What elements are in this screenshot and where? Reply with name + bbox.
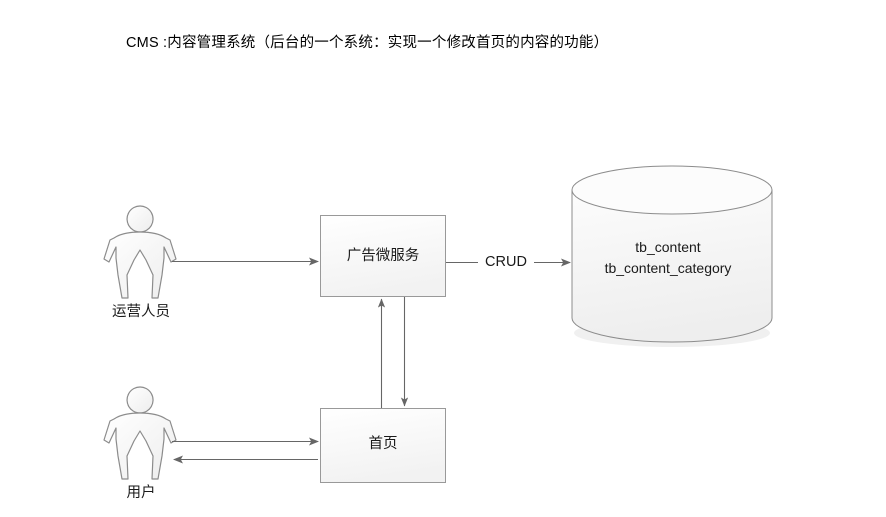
actor-operator-body (103, 231, 177, 299)
node-database[interactable] (571, 165, 773, 347)
homepage-box-shape (320, 408, 446, 483)
database-label-line-2: tb_content_category (604, 260, 732, 276)
actor-operator-figure[interactable] (103, 205, 177, 299)
actor-user-head (126, 386, 154, 414)
page-title: CMS :内容管理系统（后台的一个系统：实现一个修改首页的内容的功能） (126, 35, 609, 51)
node-homepage[interactable] (320, 408, 446, 483)
database-top-shape (571, 165, 773, 215)
homepage-label: 首页 (368, 436, 398, 452)
database-body-shape (571, 189, 773, 343)
database-label-line-1: tb_content (635, 239, 701, 255)
node-ad-service[interactable] (320, 215, 446, 297)
actor-user-body (103, 412, 177, 480)
actor-operator-label: 运营人员 (112, 304, 170, 320)
actor-operator-head (126, 205, 154, 233)
ad-service-box-shape (320, 215, 446, 297)
actor-user-figure[interactable] (103, 386, 177, 480)
actor-user-label: 用户 (126, 485, 156, 501)
ad-service-label: 广告微服务 (346, 248, 420, 264)
edge-crud-label: CRUD (485, 254, 527, 270)
database-label: tb_content tb_content_category (568, 237, 768, 279)
